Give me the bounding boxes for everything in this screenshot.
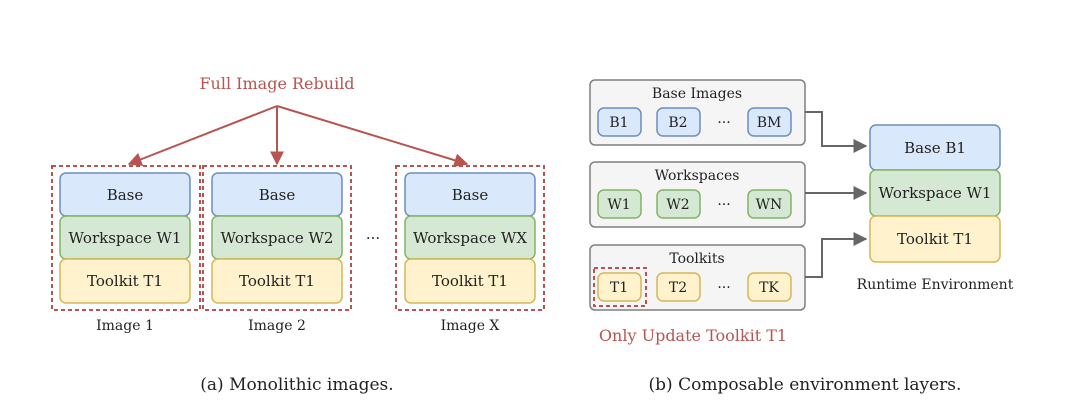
base-layer-label: Base [452,186,489,204]
toolkit-item-t2 [656,272,701,302]
toolkits-title: Toolkits [669,251,724,267]
base-item-b2 [656,107,701,137]
base-item-b2-label: B2 [668,115,687,131]
runtime-environment-label: Runtime Environment [857,277,1014,293]
rebuild-arrows [127,105,469,168]
composition-arrows [805,111,868,278]
image-1-caption: Image 1 [96,318,154,334]
workspaces-title: Workspaces [655,168,740,184]
runtime-environment-stack: Base B1 Workspace W1 Toolkit T1 Runtime … [857,124,1014,293]
workspace-item-wn [747,189,792,219]
runtime-base-label: Base B1 [904,139,966,157]
toolkit-layer [59,258,191,304]
base-images-group: Base Images B1 B2 ··· BM [589,79,806,146]
left-figure-caption: (a) Monolithic images. [200,375,393,395]
images-ellipsis: ··· [366,229,380,247]
workspace-item-wn-label: WN [756,197,783,213]
t1-highlight-border [593,267,647,307]
base-items-ellipsis: ··· [717,115,730,131]
workspace-item-w1 [597,189,642,219]
workspace-items-ellipsis: ··· [717,197,730,213]
image-1-stack: Base Workspace W1 Toolkit T1 Image 1 [51,165,201,334]
toolkit-item-tk [747,272,792,302]
runtime-workspace-label: Workspace W1 [879,184,992,202]
toolkit-items-ellipsis: ··· [717,280,730,296]
base-item-bm-label: BM [757,115,782,131]
base-item-b1-label: B1 [609,115,628,131]
workspace-item-w2-label: W2 [666,197,689,213]
image-2-dashed-border [202,165,352,311]
image-2-stack: Base Workspace W2 Toolkit T1 Image 2 [202,165,352,334]
full-image-rebuild-label: Full Image Rebuild [199,74,354,93]
base-item-b1 [597,107,642,137]
toolkit-layer [404,258,536,304]
image-x-stack: Base Workspace WX Toolkit T1 Image X [395,165,545,334]
runtime-toolkit-label: Toolkit T1 [897,230,973,248]
runtime-toolkit-layer [869,215,1001,263]
toolkit-layer [211,258,343,304]
workspaces-group: Workspaces W1 W2 ··· WN [589,161,806,228]
right-figure-caption: (b) Composable environment layers. [649,375,962,395]
toolkit-item-tk-label: TK [759,280,779,296]
image-x-dashed-border [395,165,545,311]
base-item-bm [747,107,792,137]
image-2-caption: Image 2 [248,318,306,334]
toolkit-layer-label: Toolkit T1 [239,272,315,290]
toolkit-layer-label: Toolkit T1 [432,272,508,290]
image-1-dashed-border [51,165,201,311]
workspace-layer-label: Workspace WX [413,229,527,247]
toolkits-group: Toolkits T1 T2 ··· TK [589,244,806,311]
workspace-layer-label: Workspace W2 [221,229,334,247]
base-images-title: Base Images [652,86,742,102]
workspace-item-w1-label: W1 [607,197,630,213]
toolkit-layer-label: Toolkit T1 [87,272,163,290]
base-layer-label: Base [259,186,296,204]
base-layer-label: Base [107,186,144,204]
workspace-item-w2 [656,189,701,219]
workspace-layer-label: Workspace W1 [69,229,182,247]
toolkit-item-t1-label: T1 [610,280,628,296]
image-x-caption: Image X [441,318,500,334]
toolkit-item-t1 [597,272,642,302]
toolkit-item-t2-label: T2 [669,280,687,296]
only-update-toolkit-label: Only Update Toolkit T1 [599,326,787,345]
